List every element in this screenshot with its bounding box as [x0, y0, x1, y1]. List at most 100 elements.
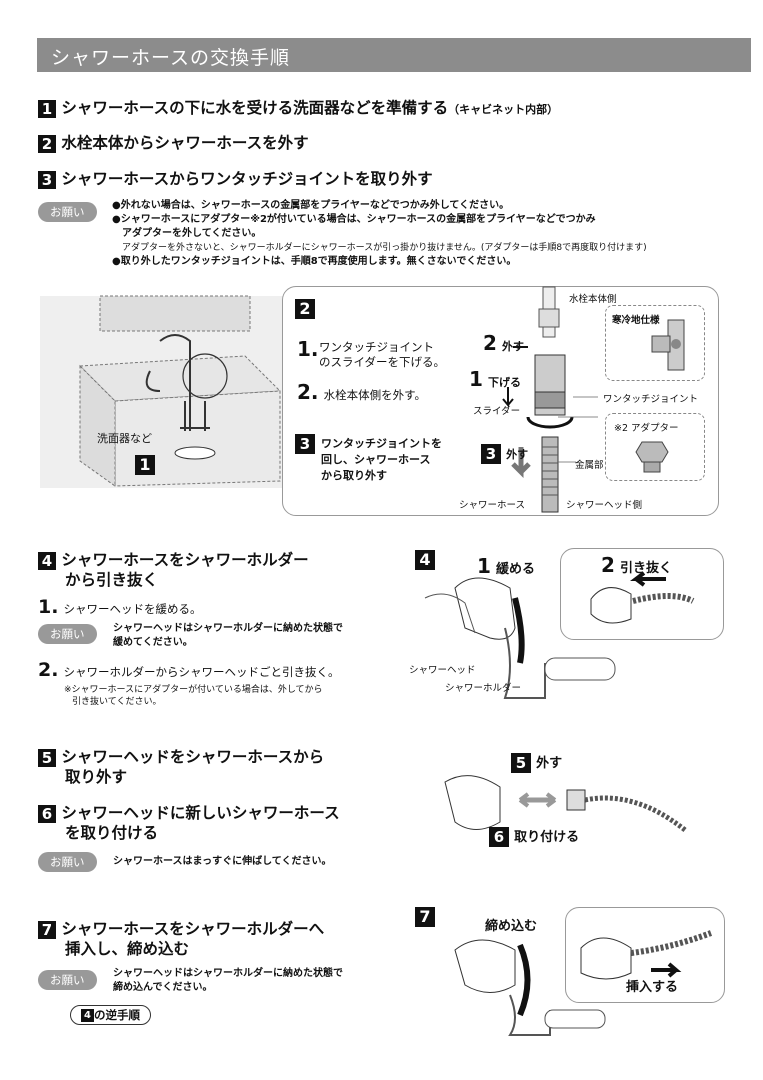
lower-label: 1 下げる — [469, 367, 521, 391]
step-text: シャワーヘッドをシャワーホースから — [61, 748, 325, 766]
figure-5-6: 5 外す 6 取り付ける — [425, 752, 695, 852]
fig2-step-number: 2 — [295, 299, 315, 319]
note-line: 引き抜いてください。 — [72, 697, 162, 707]
step-text: シャワーホースからワンタッチジョイントを取り外す — [61, 170, 433, 188]
step-text: シャワーホースをシャワーホルダーへ — [61, 920, 325, 938]
fig2-instruction-1: 1. ワンタッチジョイント のスライダーを下げる。 — [297, 337, 445, 369]
note-line: ●取り外したワンタッチジョイントは、手順8で再度使用します。無くさないでください… — [112, 256, 517, 267]
figure-4: 4 1 緩める シャワーヘッド シャワーホルダー 2 引き抜く — [409, 548, 725, 708]
step4-adapter-note: ※シャワーホースにアダプターが付いている場合は、外してから 引き抜いてください。 — [64, 684, 323, 708]
step-number: 5 — [38, 748, 56, 767]
note-line: シャワーヘッドはシャワーホルダーに納めた状態で — [113, 623, 343, 634]
instruction-text: のスライダーを下げる。 — [319, 355, 446, 369]
adapter-drawing — [635, 441, 669, 473]
hose-label: シャワーホース — [459, 500, 526, 511]
head-side-label: シャワーヘッド側 — [566, 500, 643, 511]
step-number: 4 — [38, 551, 56, 570]
fig4-drawing — [424, 577, 616, 699]
step7-note: シャワーヘッドはシャワーホルダーに納めた状態で 締め込んでください。 — [113, 967, 343, 995]
reverse-step-number: 4 — [81, 1009, 94, 1022]
note-line: アダプターを外してください。 — [122, 228, 262, 239]
attach-callout: 6 取り付ける — [489, 826, 579, 847]
step-3: 3 シャワーホースからワンタッチジョイントを取り外す — [38, 167, 433, 189]
adapter-label: ※2 アダプター — [614, 423, 679, 434]
callout-number: 2 — [483, 331, 497, 355]
cabinet-illustration: 洗面器など 1 — [40, 295, 285, 488]
fig2-instruction-2: 2. 水栓本体側を外す。 — [297, 380, 426, 404]
cold-region-box: 寒冷地仕様 — [605, 305, 705, 381]
page-title: シャワーホースの交換手順 — [51, 47, 291, 69]
cold-valve-drawing — [651, 319, 685, 371]
step-number: 7 — [38, 920, 56, 939]
step-suffix: （キャビネット内部） — [448, 103, 559, 116]
note-line: 締め込んでください。 — [113, 982, 213, 993]
fig-number: 4 — [415, 550, 435, 570]
step6-note: シャワーホースはまっすぐに伸ばしてください。 — [113, 856, 332, 867]
callout-text: 外す — [506, 448, 529, 461]
instruction-text: 水栓本体側を外す。 — [323, 388, 426, 402]
remove-label: 2 外す — [483, 331, 524, 355]
step-text-cont: から引き抜く — [65, 571, 159, 589]
onegai-badge: お願い — [38, 970, 97, 990]
note-line: 緩めてください。 — [113, 637, 193, 648]
step-4: 4 シャワーホースをシャワーホルダー — [38, 548, 309, 570]
step-number: 6 — [38, 804, 56, 823]
step4-sub1: 1. シャワーヘッドを緩める。 — [38, 596, 202, 618]
insert-label: 挿入する — [626, 980, 679, 995]
callout-text: 取り付ける — [514, 830, 580, 845]
step-text: シャワーホースの下に水を受ける洗面器などを準備する — [61, 99, 449, 117]
note-line: ●シャワーホースにアダプター※2が付いている場合は、シャワーホースの金属部をプラ… — [112, 214, 596, 225]
callout-text: 外す — [536, 756, 563, 771]
holder-label: シャワーホルダー — [445, 683, 522, 694]
step-text: シャワーヘッドに新しいシャワーホース — [61, 804, 340, 822]
callout-number: 1 — [469, 367, 483, 391]
callout-text: 外す — [502, 340, 525, 353]
remove3-label: 3 外す — [481, 443, 528, 464]
loosen-callout: 1 緩める — [477, 554, 535, 578]
note-line: ●外れない場合は、シャワーホースの金属部をプライヤーなどでつかみ外してください。 — [112, 200, 510, 211]
step-5: 5 シャワーヘッドをシャワーホースから — [38, 745, 324, 767]
sub-number: 2. — [38, 659, 59, 681]
pull-callout: 2 引き抜く — [601, 553, 672, 577]
joint-drawing — [502, 286, 598, 513]
insert-drawing — [580, 930, 713, 980]
step-2: 2 水栓本体からシャワーホースを外す — [38, 131, 309, 153]
callout-number: 3 — [481, 443, 501, 464]
adapter-box: ※2 アダプター — [605, 413, 705, 481]
pull-out-drawing — [590, 571, 695, 624]
instruction-text: ワンタッチジョイント — [319, 340, 434, 354]
callout-number: 2 — [601, 553, 615, 577]
basin-label: 洗面器など — [97, 432, 152, 445]
sub-text: シャワーホルダーからシャワーヘッドごと引き抜く。 — [63, 665, 340, 679]
slider-label: スライダー — [473, 406, 521, 417]
instruction-text: 回し、シャワーホース — [321, 453, 431, 466]
onegai-badge: お願い — [38, 624, 97, 644]
step4-note: シャワーヘッドはシャワーホルダーに納めた状態で 緩めてください。 — [113, 622, 343, 650]
instruction-number: 1. — [297, 337, 319, 361]
onegai-badge: お願い — [38, 852, 97, 872]
head-label: シャワーヘッド — [409, 665, 476, 676]
step4-sub2: 2. シャワーホルダーからシャワーヘッドごと引き抜く。 — [38, 659, 340, 681]
callout-text: 引き抜く — [620, 561, 673, 576]
step-text-cont: 挿入し、締め込む — [65, 940, 190, 958]
fig-number: 7 — [415, 907, 435, 927]
metal-part-label: 金属部 — [575, 460, 604, 471]
step-text: シャワーホースをシャワーホルダー — [61, 551, 309, 569]
callout-text: 下げる — [488, 376, 522, 389]
onegai-badge: お願い — [38, 202, 97, 222]
step3-note: ●外れない場合は、シャワーホースの金属部をプライヤーなどでつかみ外してください。… — [112, 199, 647, 269]
fig1-step-number: 1 — [135, 455, 155, 475]
note-line: アダプターを外さないと、シャワーホルダーにシャワーホースが引っ掛かり抜けません。… — [122, 243, 647, 253]
step-number: 3 — [38, 170, 56, 189]
instruction-number: 3 — [295, 433, 315, 454]
cold-region-label: 寒冷地仕様 — [612, 315, 660, 326]
fig7-drawing — [454, 939, 606, 1036]
fig2-instruction-3: 3 — [295, 433, 315, 454]
pull-out-inset: 2 引き抜く — [560, 548, 724, 640]
cabinet-drawing — [78, 295, 282, 487]
instruction-number: 2. — [297, 380, 319, 404]
step-7: 7 シャワーホースをシャワーホルダーへ — [38, 917, 324, 939]
note-line: シャワーヘッドはシャワーホルダーに納めた状態で — [113, 968, 343, 979]
step-text-cont: 取り外す — [65, 768, 128, 786]
